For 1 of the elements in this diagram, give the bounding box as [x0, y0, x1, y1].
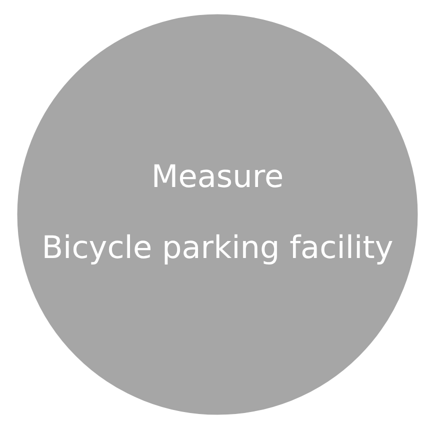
node-circle: Measure Bicycle parking facility	[16, 14, 418, 414]
